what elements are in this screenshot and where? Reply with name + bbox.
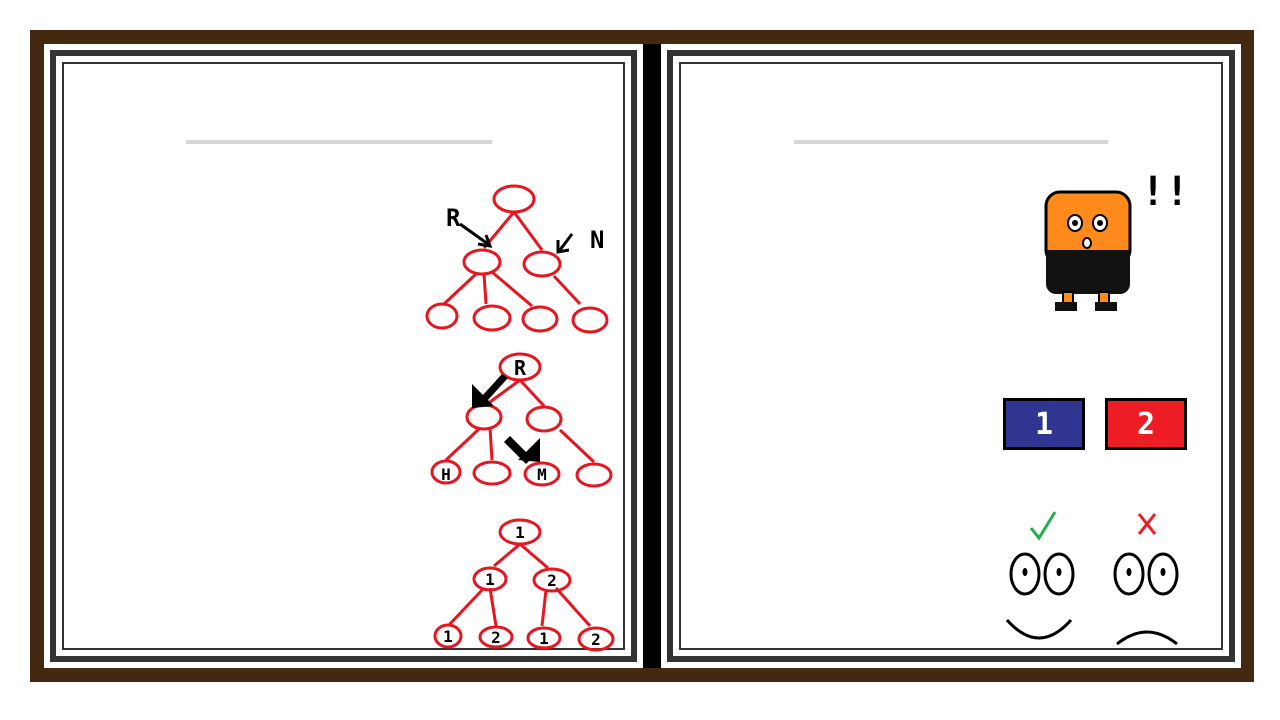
tree3-label-root: 1 [515, 523, 525, 542]
check-icon [1029, 511, 1057, 541]
orange-character[interactable] [1043, 180, 1143, 314]
tree3-label-mid-1: 1 [485, 570, 495, 589]
tree2-label-m: M [537, 465, 547, 484]
tree1-label-r: R [446, 204, 461, 232]
tree3-node-root [498, 518, 542, 546]
tree3-label-leaf-4: 2 [591, 630, 601, 649]
tree-diagram-3: 1 1 2 1 2 1 2 [433, 518, 615, 652]
tree3-label-leaf-1: 1 [443, 627, 453, 646]
exclamation-marks: !! [1141, 169, 1190, 215]
tree1-label-n: N [590, 226, 604, 254]
tree2-node-h [430, 459, 462, 485]
tree-diagram-2: R H M [430, 352, 613, 488]
character-mouth [1082, 237, 1092, 249]
tree2-node-m [523, 461, 561, 487]
tree2-node-root [498, 352, 542, 382]
sad-face-wrong [1113, 513, 1179, 646]
happy-face-correct [1005, 511, 1075, 640]
book: R N [30, 30, 1254, 682]
right-page-title-rule [794, 140, 1108, 144]
tree3-label-leaf-2: 2 [491, 628, 501, 647]
left-page-title-rule [186, 140, 492, 144]
answer-button-1[interactable]: 1 [1003, 398, 1085, 450]
tree1-node-root [492, 184, 536, 214]
tree3-label-mid-2: 2 [547, 571, 557, 590]
tree2-label-r: R [514, 356, 527, 380]
answer-button-2[interactable]: 2 [1105, 398, 1187, 450]
right-page: !! 1 2 [661, 44, 1241, 668]
tree1-node-n [522, 250, 562, 278]
tree2-label-h: H [441, 465, 451, 484]
cross-icon [1137, 513, 1157, 535]
tree1-node-r [462, 248, 502, 276]
tree3-label-leaf-3: 1 [539, 629, 549, 648]
tree-diagram-1: R N [425, 184, 609, 334]
left-page: R N [44, 44, 643, 668]
